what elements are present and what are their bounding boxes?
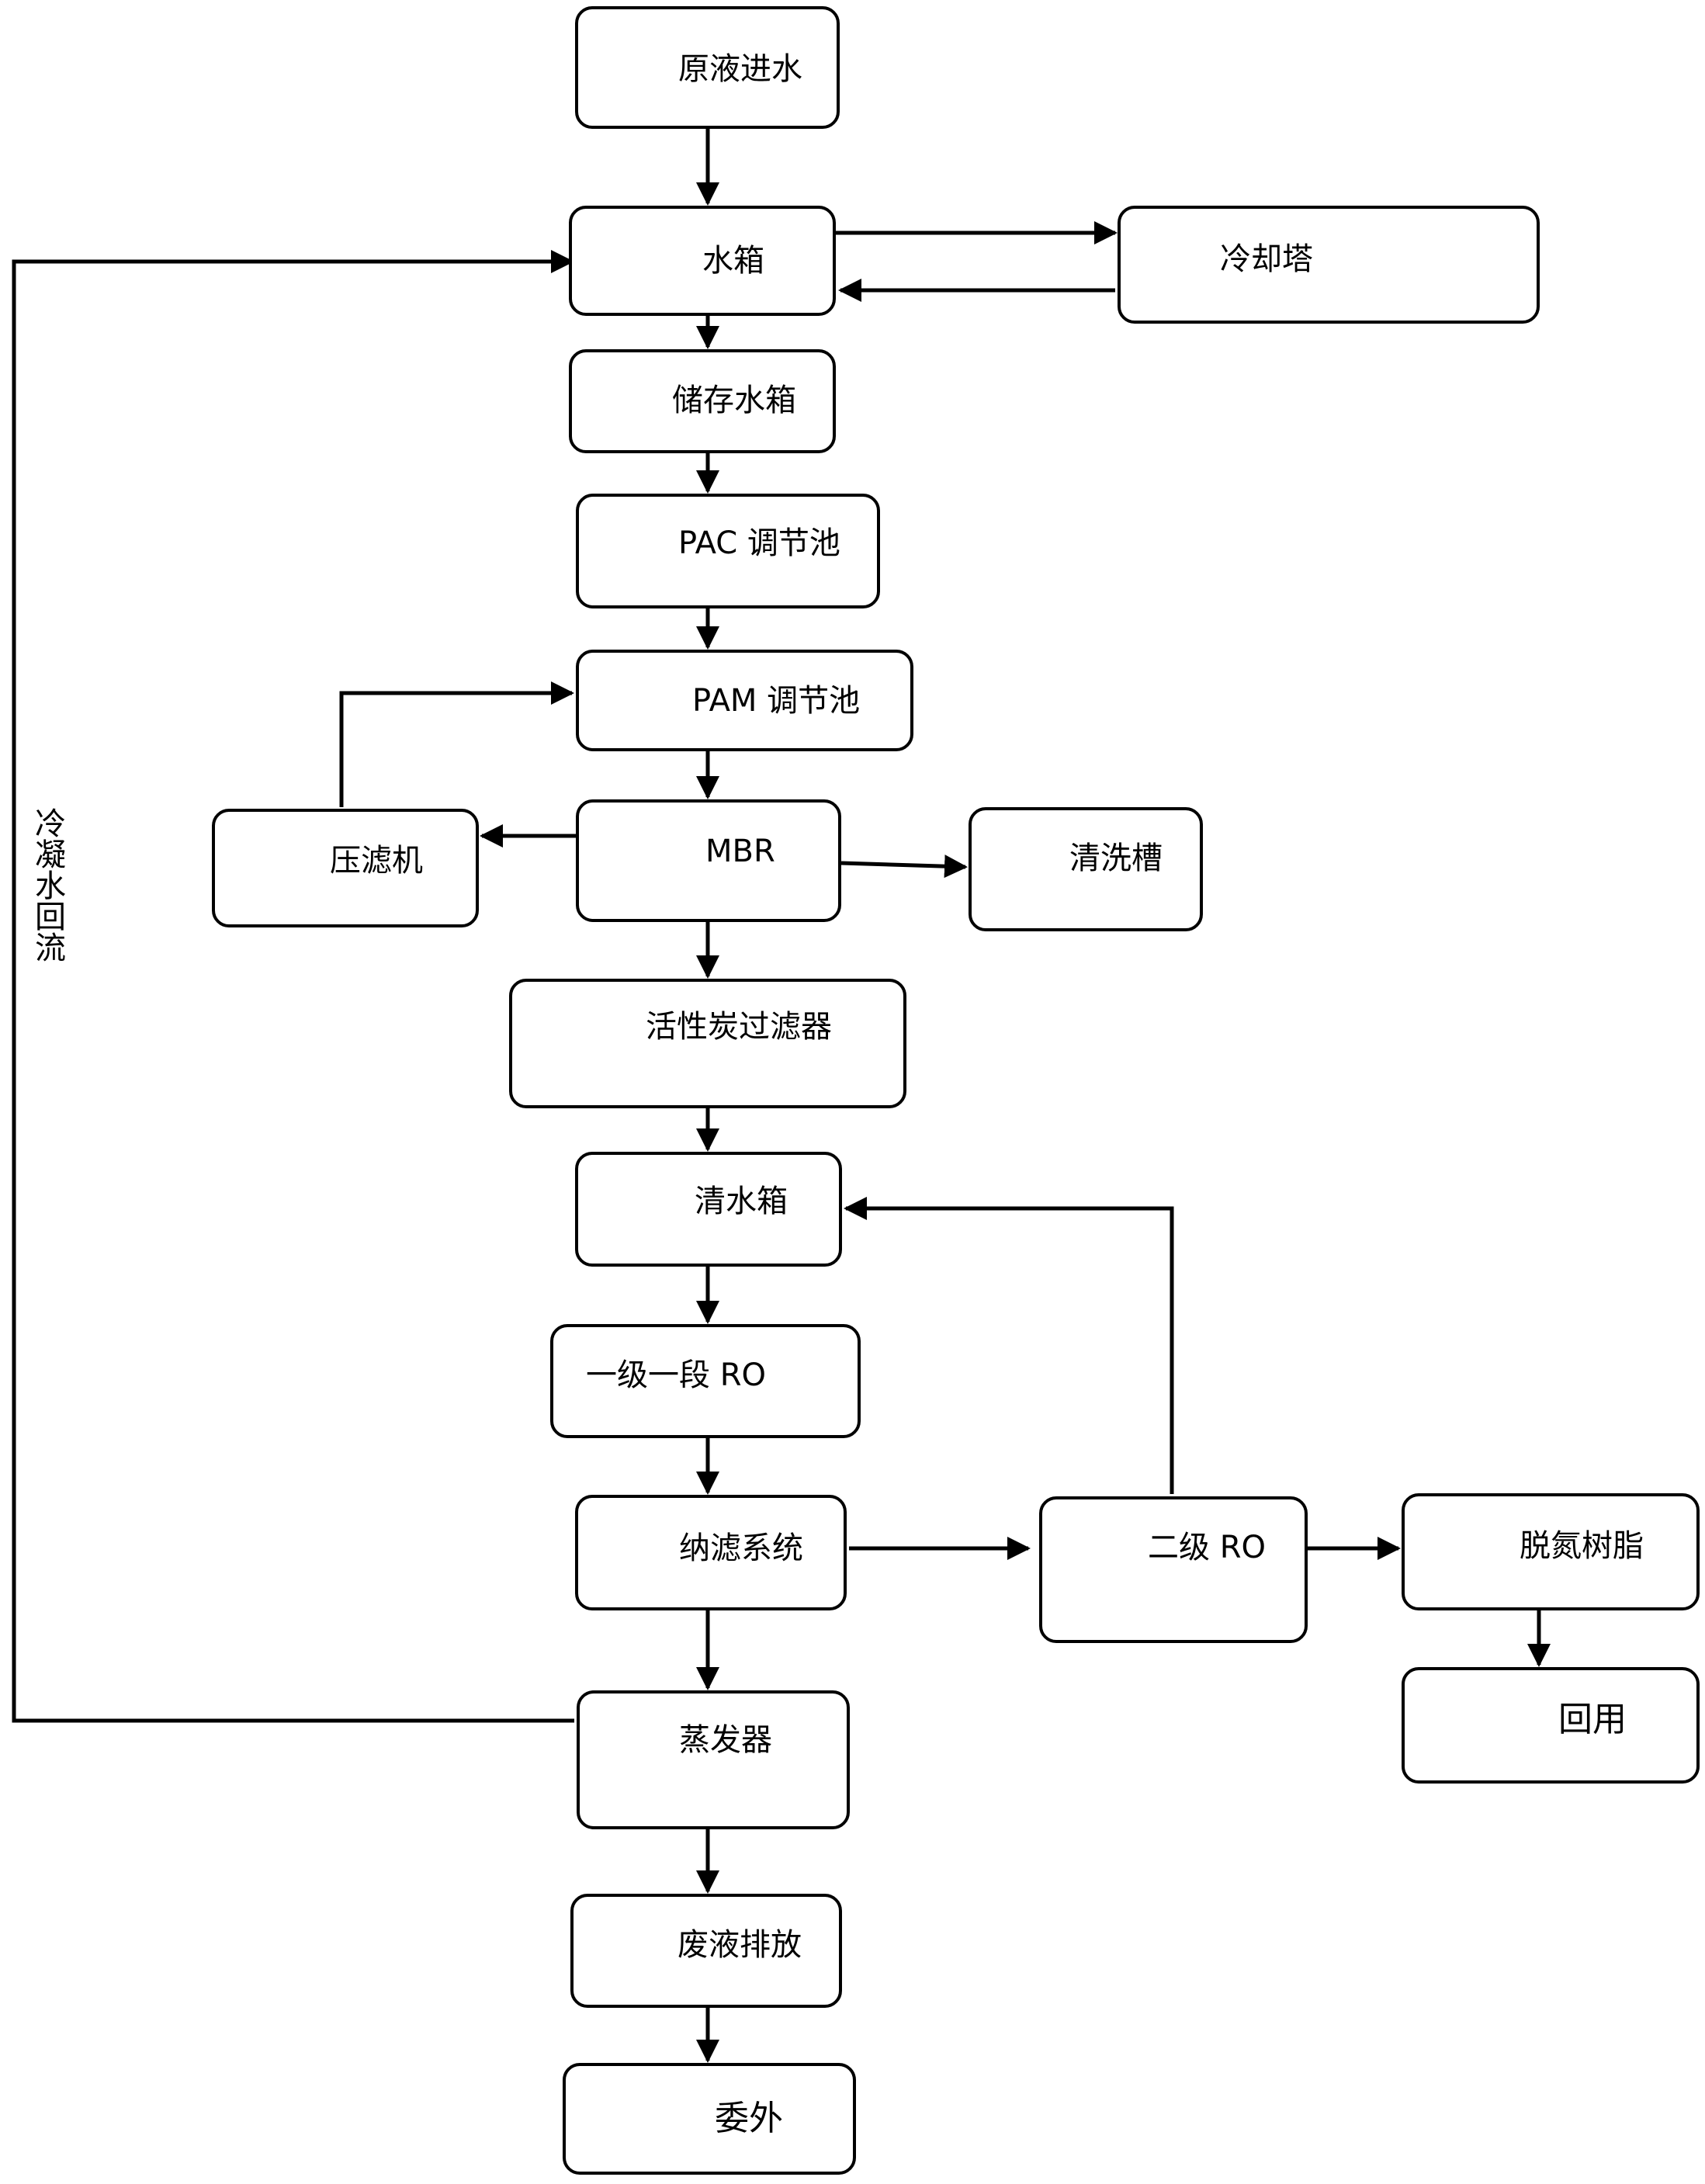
node-cleaning-tank: 清洗槽	[969, 807, 1203, 931]
node-outsourced: 委外	[563, 2063, 856, 2175]
node-carbon-filter: 活性炭过滤器	[509, 979, 906, 1108]
node-label: 清洗槽	[1069, 841, 1163, 876]
node-label: PAM 调节池	[692, 683, 861, 719]
node-label: 委外	[715, 2099, 783, 2138]
node-label: 二级 RO	[1148, 1530, 1266, 1565]
node-label: PAC 调节池	[678, 525, 840, 561]
node-label: 蒸发器	[679, 1722, 772, 1758]
node-label: 清水箱	[695, 1184, 788, 1219]
node-label: 脱氮树脂	[1520, 1528, 1644, 1564]
node-raw-inlet: 原液进水	[575, 6, 840, 129]
node-cooling-tower: 冷却塔	[1118, 206, 1540, 324]
node-clean-water-tank: 清水箱	[575, 1152, 842, 1267]
node-storage-tank: 储存水箱	[569, 349, 836, 453]
node-filter-press: 压滤机	[212, 809, 479, 927]
node-label: 回用	[1558, 1700, 1627, 1739]
condensate-return-label: 冷凝水回流	[29, 807, 65, 962]
node-label: 储存水箱	[672, 383, 796, 418]
arrow-mbr-to-cleaning	[840, 855, 968, 879]
node-label: 冷却塔	[1220, 241, 1313, 277]
node-label: 压滤机	[330, 843, 423, 879]
node-evaporator: 蒸发器	[577, 1690, 850, 1829]
node-pac-tank: PAC 调节池	[576, 494, 880, 608]
arrow-filterpress-to-pam	[339, 681, 574, 807]
arrow-condensate-return	[12, 250, 574, 1723]
node-reuse: 回用	[1402, 1667, 1700, 1784]
node-water-tank: 水箱	[569, 206, 836, 316]
node-label: 纳滤系统	[679, 1531, 803, 1566]
node-label: 原液进水	[678, 51, 802, 87]
node-label: 活性炭过滤器	[646, 1009, 832, 1045]
node-ro-stage1: 一级一段 RO	[550, 1324, 861, 1438]
node-denitrogen-resin: 脱氮树脂	[1402, 1493, 1700, 1610]
node-label: MBR	[705, 834, 775, 869]
node-mbr: MBR	[576, 799, 841, 922]
node-waste-discharge: 废液排放	[570, 1894, 842, 2008]
node-label: 废液排放	[677, 1927, 802, 1963]
node-ro-stage2: 二级 RO	[1039, 1496, 1308, 1643]
node-label: 一级一段 RO	[586, 1357, 766, 1393]
node-label: 水箱	[702, 243, 764, 279]
arrow-ro2-to-cleanwater	[844, 1197, 1174, 1494]
node-nanofiltration: 纳滤系统	[575, 1495, 847, 1610]
node-pam-tank: PAM 调节池	[576, 650, 913, 751]
